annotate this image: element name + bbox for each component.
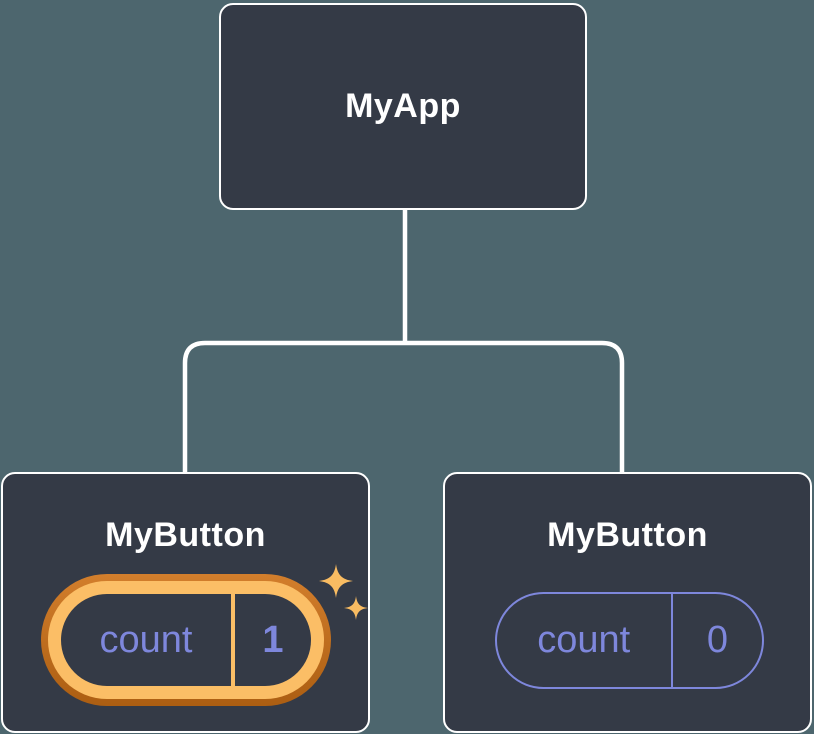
state-name: count [537,619,631,661]
node-label: MyButton [105,516,266,554]
pill-divider [670,594,673,687]
component-node-myapp: MyApp [219,3,587,210]
state-name: count [99,618,193,661]
sparkle-large [319,564,353,598]
state-value: 0 [706,619,729,661]
connector-branches [182,340,625,472]
sparkle-small [344,596,368,620]
state-pill-body: count 1 [61,594,311,686]
state-pill: count 0 [495,592,764,689]
state-pill-inner-ring: count 1 [48,581,324,699]
state-pill-highlighted: count 1 [41,574,331,706]
node-label: MyButton [547,516,708,554]
state-value: 1 [262,618,284,661]
node-label: MyApp [345,87,461,125]
pill-divider [231,594,235,686]
component-node-mybutton-2: MyButton count 0 [443,472,812,733]
component-node-mybutton-1: MyButton count 1 [1,472,370,733]
